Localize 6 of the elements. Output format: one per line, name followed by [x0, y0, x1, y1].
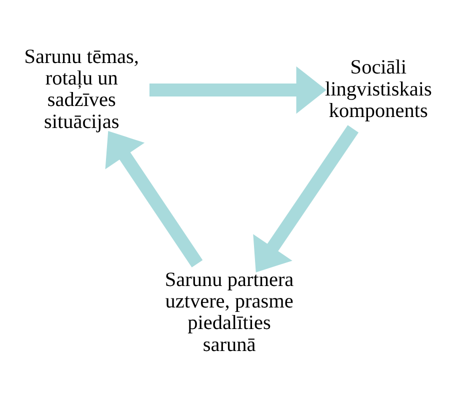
arrow [149, 66, 326, 114]
node-text: Sarunu partnera uztvere, prasme piedalīties sarunā [164, 268, 294, 356]
arrow [105, 130, 203, 267]
node-text: Sociāli lingvistiskais komponents [324, 56, 432, 122]
arrow [253, 124, 359, 272]
node-text: Sarunu tēmas, rotaļu un sadzīves situācijas [24, 45, 139, 132]
